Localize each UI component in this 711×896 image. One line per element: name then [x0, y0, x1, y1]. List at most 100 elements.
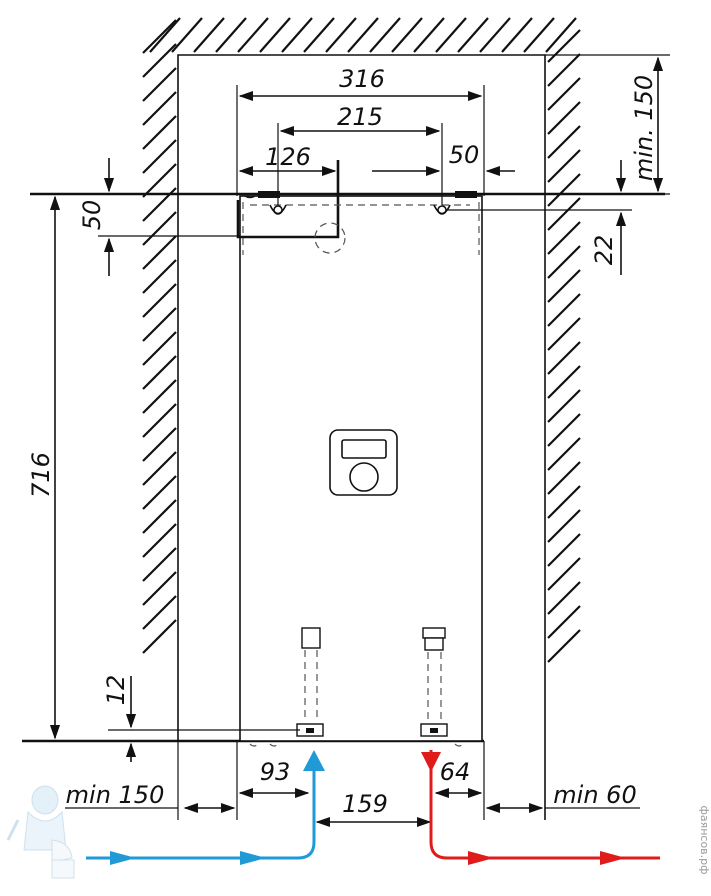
dimension-side-right: min 60 [485, 781, 640, 814]
hatch-line [142, 259, 177, 294]
hatch-line [547, 437, 581, 471]
dimension-hot-offset-label: 64 [440, 758, 471, 786]
cable-entry [314, 222, 346, 254]
dimension-left-offset-label: 126 [265, 143, 311, 171]
hatch-line [547, 293, 581, 327]
hatch-line [547, 101, 581, 135]
dimension-hole-depth-label: 22 [590, 235, 618, 266]
hatch-line [215, 17, 247, 53]
hatch-line [547, 269, 581, 303]
dimension-width-label: 316 [339, 65, 385, 93]
hatch-line [142, 451, 177, 486]
hatch-line [547, 557, 581, 591]
hatch-line [142, 523, 177, 558]
hatch-line [547, 53, 581, 87]
dimension-bottom-gap-label: 12 [102, 675, 130, 706]
hatch-line [281, 17, 313, 53]
hatch-line [547, 365, 581, 399]
hatch-line [547, 149, 581, 183]
hatch-line [391, 17, 423, 53]
hatch-line [142, 115, 177, 150]
hot-water-arrowhead [421, 752, 441, 772]
dimension-pipe-spacing-label: 159 [342, 790, 388, 818]
dimension-side-right-label: min 60 [553, 781, 636, 809]
hatch-line [303, 17, 335, 53]
dimension-cold-offset: 93 [238, 758, 310, 799]
hatch-line [435, 17, 467, 53]
hatch-line [547, 77, 581, 111]
hatch-line [547, 581, 581, 615]
hatch-line [547, 485, 581, 519]
hatch-line [142, 403, 177, 438]
dimension-right-offset: 50 [372, 141, 515, 177]
dimension-mount-span: 215 [277, 103, 443, 205]
hot-water-pipe [420, 627, 448, 737]
hatch-line [142, 595, 177, 630]
hatch-line [523, 17, 555, 53]
dimension-top-offset: 50 [78, 158, 240, 276]
dimension-top-min-label: min. 150 [630, 75, 658, 181]
dimension-side-left-label: min 150 [66, 781, 165, 809]
hot-water-arrowhead [600, 851, 626, 865]
watermark: фаянсов.рф [698, 805, 711, 874]
hatch-line [547, 461, 581, 495]
hatch-line [479, 17, 511, 53]
control-panel [329, 429, 398, 496]
dimension-side-left: min 150 [65, 781, 236, 814]
hatch-line [142, 283, 177, 318]
hatch-line [171, 17, 203, 53]
hot-water-arrowhead [468, 851, 494, 865]
hatch-line [413, 17, 445, 53]
niche-outline [177, 54, 546, 820]
hatch-line [142, 427, 177, 462]
dimension-right-offset-label: 50 [449, 141, 480, 169]
hatch-line [547, 29, 581, 63]
display-screen [341, 439, 387, 459]
cold-water-pipe [296, 627, 324, 737]
hatch-line [501, 17, 533, 53]
wall-niche [142, 17, 581, 820]
dimension-height-label: 716 [27, 452, 55, 498]
right-wall-hatching [547, 29, 581, 663]
dimension-height: 716 [27, 195, 61, 740]
hatch-line [547, 509, 581, 543]
hatch-line [142, 43, 177, 78]
cold-water-arrowhead [240, 851, 266, 865]
plumber-mascot-logo [6, 785, 75, 879]
hatch-line [149, 17, 181, 53]
hatch-line [142, 139, 177, 174]
hatch-line [547, 221, 581, 255]
hatch-line [547, 413, 581, 447]
hatch-line [547, 197, 581, 231]
dimension-top-offset-label: 50 [78, 200, 106, 231]
left-wall-hatching [142, 19, 177, 654]
hot-water-arrow [429, 750, 660, 860]
hatch-line [547, 629, 581, 663]
dimension-left-offset: 126 [238, 143, 337, 177]
hatch-line [547, 341, 581, 375]
hatch-line [547, 389, 581, 423]
dimension-hole-depth: 22 [446, 160, 632, 275]
hatch-line [547, 245, 581, 279]
hatch-line [142, 67, 177, 102]
hatch-line [142, 235, 177, 270]
hatch-line [142, 91, 177, 126]
hatch-line [547, 173, 581, 207]
dimension-top-min: min. 150 [545, 54, 670, 195]
hatch-line [369, 17, 401, 53]
dimension-cold-offset-label: 93 [260, 758, 291, 786]
hatch-line [142, 355, 177, 390]
cold-water-arrowhead [303, 750, 325, 771]
hatch-line [142, 19, 177, 54]
hatch-line [142, 379, 177, 414]
hatch-line [142, 163, 177, 198]
hatch-line [142, 307, 177, 342]
mounting-bracket [236, 160, 340, 239]
water-heater [236, 160, 483, 747]
hatch-line [142, 211, 177, 246]
dimension-pipe-spacing: 159 [315, 790, 432, 828]
hatch-line [142, 499, 177, 534]
hatch-line [547, 605, 581, 639]
hatch-line [347, 17, 379, 53]
